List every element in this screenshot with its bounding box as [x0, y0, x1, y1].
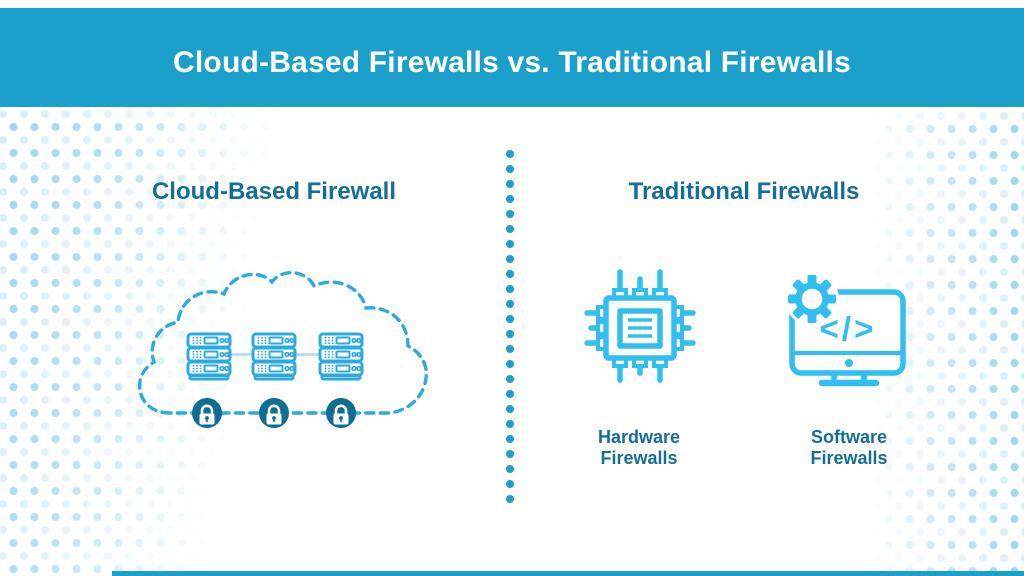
divider-dot	[506, 465, 514, 473]
chip-icon	[584, 269, 696, 383]
right-section-heading: Traditional Firewalls	[628, 178, 860, 205]
divider-dot	[506, 180, 514, 188]
left-section-heading: Cloud-Based Firewall	[151, 178, 397, 205]
divider-dot	[506, 255, 514, 263]
hardware-firewalls-label: Hardware Firewalls	[597, 427, 681, 468]
divider-dot	[506, 420, 514, 428]
divider-dot	[506, 285, 514, 293]
gear-icon	[785, 272, 839, 326]
divider-dot	[506, 345, 514, 353]
divider-dot	[506, 450, 514, 458]
divider-dot	[506, 435, 514, 443]
divider-dot	[506, 375, 514, 383]
dotted-divider	[506, 150, 514, 503]
divider-dot	[506, 210, 514, 218]
lock-icon	[324, 396, 358, 430]
divider-dot	[506, 315, 514, 323]
server-stack	[188, 334, 230, 379]
divider-dot	[506, 330, 514, 338]
lock-icon	[190, 396, 224, 430]
server-stack	[320, 334, 362, 379]
divider-dot	[506, 165, 514, 173]
divider-dot	[506, 405, 514, 413]
cloud-servers-illustration	[137, 271, 428, 430]
divider-dot	[506, 150, 514, 158]
divider-dot	[506, 390, 514, 398]
divider-dot	[506, 195, 514, 203]
lock-icon	[257, 396, 291, 430]
bottom-bar	[112, 571, 1024, 576]
monitor-code-icon: </>	[785, 272, 906, 387]
divider-dot	[506, 240, 514, 248]
divider-dot	[506, 480, 514, 488]
server-stack	[253, 334, 295, 379]
page-title: Cloud-Based Firewalls vs. Traditional Fi…	[173, 45, 851, 79]
software-firewalls-label: Software Firewalls	[810, 427, 888, 468]
divider-dot	[506, 300, 514, 308]
title-banner: Cloud-Based Firewalls vs. Traditional Fi…	[0, 8, 1024, 107]
code-glyph: </>	[820, 310, 877, 347]
divider-dot	[506, 270, 514, 278]
divider-dot	[506, 225, 514, 233]
divider-dot	[506, 495, 514, 503]
divider-dot	[506, 360, 514, 368]
cloud-outline	[137, 271, 428, 415]
